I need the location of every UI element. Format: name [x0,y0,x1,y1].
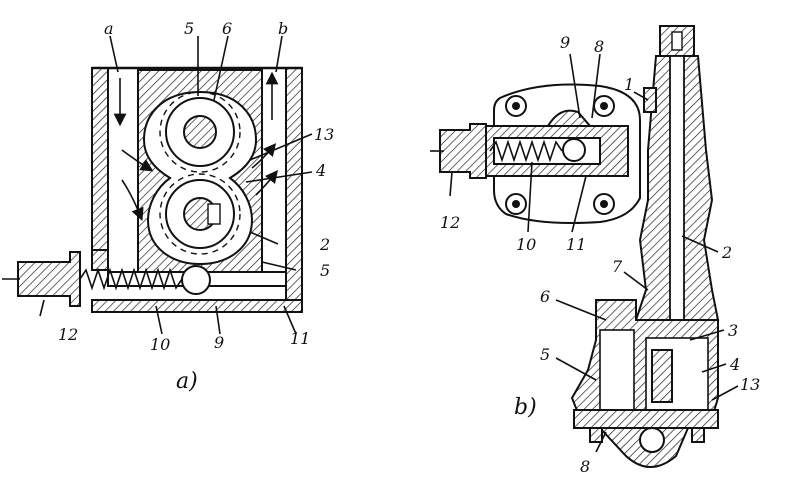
leader-b-1 [633,91,649,101]
label-b-13: 13 [740,375,760,394]
label-b-11: 11 [566,235,586,254]
leader-b-2 [681,235,719,253]
label-a-5-top: 5 [184,19,194,38]
leader-b-12 [449,171,453,197]
label-a-13: 13 [314,125,334,144]
housing-left-wall [91,67,109,251]
label-a-5-right: 5 [320,261,330,280]
valve-spring [79,267,183,291]
figure-b-valve: 9 8 12 10 11 [430,33,641,254]
label-a-11: 11 [290,329,310,348]
label-a-b-outlet: b [278,19,288,38]
label-b-8-top: 8 [594,37,604,56]
label-a-12: 12 [58,325,78,344]
valve-ball [181,265,211,295]
leader-b-5 [555,357,597,381]
label-b-4: 4 [729,355,740,374]
leader-b-9 [569,53,581,119]
leader-lines-a [39,35,313,335]
upper-gear [159,91,241,173]
leader-b-4 [701,363,727,373]
label-b-1: 1 [624,75,634,94]
figure-b-pump: 1 2 7 6 3 5 4 13 8 b) [514,25,760,476]
bolt-hole-br-center [600,200,608,208]
label-a-4: 4 [315,161,326,180]
bolt-left [589,427,603,443]
label-b-3: 3 [728,321,738,340]
bolt-hole-tl-center [512,102,520,110]
label-a-inlet: a [104,19,114,38]
leader-b-6 [555,299,607,321]
shaft-slot [671,31,683,51]
valve-b-ball [562,138,586,162]
label-b-9: 9 [560,33,570,52]
pump-cavity-left [599,329,635,413]
lower-gear [159,173,241,255]
caption-b: b) [514,395,537,420]
label-b-5: 5 [540,345,550,364]
figure-a: a 5 6 b 13 4 2 5 12 10 9 11 a) [2,19,334,394]
housing-bottom-wall [91,299,303,313]
leader-b-13 [711,385,739,401]
bolt-hole-tr-center [600,102,608,110]
bolt-right [691,427,705,443]
leader-b-8 [591,53,601,119]
leader-b-8-bottom [595,431,607,453]
label-a-9: 9 [214,333,224,352]
label-b-10: 10 [516,235,536,254]
base-plate [573,409,719,429]
leader-b-10 [527,161,533,233]
label-b-8-bottom: 8 [580,457,590,476]
bottom-valve-ball [639,427,665,453]
flow-arrows [113,71,279,221]
label-a-6: 6 [222,19,232,38]
collar-1 [643,87,657,113]
label-a-10: 10 [150,335,170,354]
leader-b-7 [623,271,649,291]
pump-gear [651,349,673,403]
label-b-2: 2 [721,243,732,262]
housing-corner [91,249,109,271]
valve-plug-b [439,123,487,179]
valve-plug [17,251,81,307]
label-b-7: 7 [612,257,623,276]
bolt-hole-bl-center [512,200,520,208]
label-b-12: 12 [440,213,460,232]
caption-a: a) [176,369,198,394]
valve-b-spring [489,139,563,163]
leader-b-11 [571,175,587,233]
label-a-2: 2 [319,235,330,254]
leader-b-3 [689,329,725,341]
label-b-6: 6 [540,287,550,306]
housing-right-wall [285,67,303,301]
